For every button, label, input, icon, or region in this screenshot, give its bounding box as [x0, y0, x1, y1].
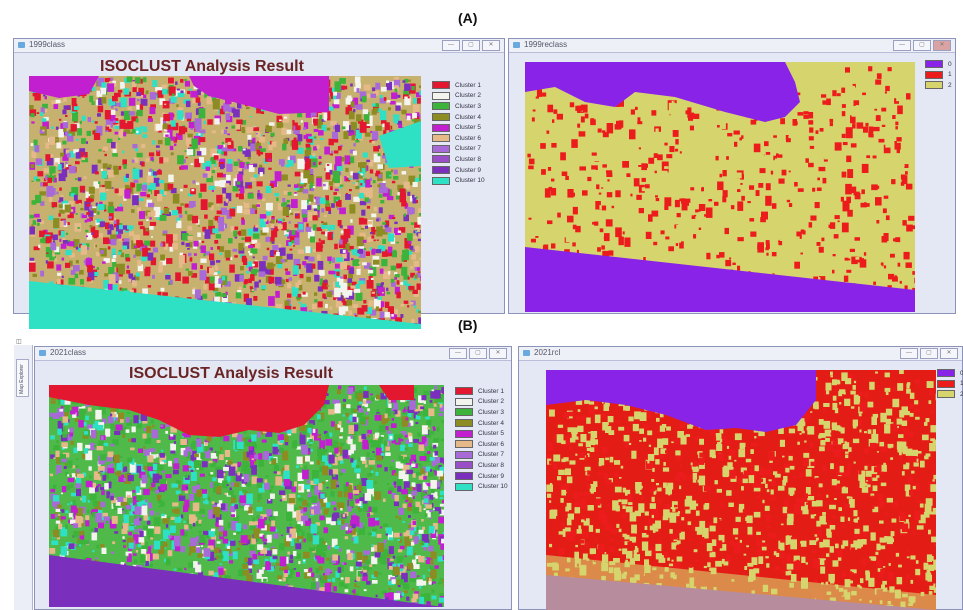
window-title: 1999class: [29, 40, 66, 49]
window-title: 1999reclass: [524, 40, 568, 49]
maximize-button[interactable]: ▢: [913, 40, 931, 51]
side-panel: Map Explorer: [14, 345, 33, 610]
legend-item: Cluster 2: [432, 91, 485, 102]
legend-item: 0: [925, 59, 952, 70]
legend-item: Cluster 8: [432, 154, 485, 165]
legend-item: Cluster 3: [432, 101, 485, 112]
legend-item: 2: [925, 80, 952, 91]
sea-region: [525, 62, 800, 122]
legend-item: 1: [937, 379, 963, 390]
legend-item: Cluster 9: [432, 165, 485, 176]
ocean-south: [525, 247, 915, 312]
legend-item: Cluster 1: [432, 80, 485, 91]
legend-item: Cluster 6: [455, 439, 508, 450]
legend-item: Cluster 3: [455, 407, 508, 418]
title-bar[interactable]: 1999class — ▢ ✕: [14, 39, 504, 53]
sea-region: [546, 370, 816, 432]
legend-classes-a: 0 1 2: [925, 59, 952, 91]
legend-item: 2: [937, 389, 963, 400]
map-explorer-tab[interactable]: Map Explorer: [16, 359, 29, 397]
chart-title: ISOCLUST Analysis Result: [100, 58, 304, 75]
title-bar[interactable]: 2021rcl — ▢ ✕: [519, 347, 962, 361]
maximize-button[interactable]: ▢: [462, 40, 480, 51]
ocean-south: [49, 555, 444, 607]
chart-title: ISOCLUST Analysis Result: [129, 365, 333, 382]
legend-item: Cluster 6: [432, 133, 485, 144]
legend-item: Cluster 10: [455, 481, 508, 492]
sea-region: [189, 76, 329, 114]
legend-item: Cluster 1: [455, 386, 508, 397]
close-button[interactable]: ✕: [933, 40, 951, 51]
window-icon: [523, 350, 530, 356]
legend-item: Cluster 4: [432, 112, 485, 123]
sea-region-east: [379, 385, 414, 400]
explorer-icon[interactable]: ◫: [16, 339, 22, 345]
minimize-button[interactable]: —: [893, 40, 911, 51]
sea-region-west: [29, 76, 99, 98]
window-title: 2021rcl: [534, 348, 561, 357]
legend-item: 1: [925, 70, 952, 81]
legend-item: Cluster 7: [432, 144, 485, 155]
window-icon: [39, 350, 46, 356]
legend-item: Cluster 7: [455, 450, 508, 461]
reclass-map[interactable]: [546, 370, 936, 610]
close-button[interactable]: ✕: [482, 40, 500, 51]
minimize-button[interactable]: —: [449, 348, 467, 359]
legend-classes-b: 0 1 2: [937, 368, 963, 400]
window-title: 2021class: [50, 348, 87, 357]
window-2021rcl[interactable]: 2021rcl — ▢ ✕ 0 1 2: [518, 346, 963, 610]
window-1999class[interactable]: 1999class — ▢ ✕ ISOCLUST Analysis Result…: [13, 38, 505, 329]
reclass-map[interactable]: [525, 62, 915, 312]
legend-clusters-a: Cluster 1 Cluster 2 Cluster 3 Cluster 4 …: [432, 80, 485, 186]
window-2021class[interactable]: 2021class — ▢ ✕ ISOCLUST Analysis Result…: [34, 346, 512, 610]
legend-item: Cluster 9: [455, 471, 508, 482]
panel-label-a: (A): [458, 10, 478, 26]
title-bar[interactable]: 1999reclass — ▢ ✕: [509, 39, 955, 53]
window-1999reclass[interactable]: 1999reclass — ▢ ✕ 0 1 2: [508, 38, 956, 314]
window-icon: [18, 42, 25, 48]
window-icon: [513, 42, 520, 48]
reclass-map-svg: [546, 370, 936, 610]
legend-item: 0: [937, 368, 963, 379]
close-button[interactable]: ✕: [940, 348, 958, 359]
maximize-button[interactable]: ▢: [920, 348, 938, 359]
legend-item: Cluster 2: [455, 397, 508, 408]
title-bar[interactable]: 2021class — ▢ ✕: [35, 347, 511, 361]
cluster-map-svg: [29, 76, 421, 329]
cluster-map[interactable]: [49, 385, 444, 607]
ocean-south: [29, 281, 421, 329]
legend-item: Cluster 10: [432, 175, 485, 186]
cluster-map[interactable]: [29, 76, 421, 329]
minimize-button[interactable]: —: [442, 40, 460, 51]
reclass-map-svg: [525, 62, 915, 312]
coast-yellow: [546, 555, 936, 610]
cluster-map-svg: [49, 385, 444, 607]
legend-item: Cluster 8: [455, 460, 508, 471]
sea-region: [49, 385, 329, 437]
minimize-button[interactable]: —: [900, 348, 918, 359]
maximize-button[interactable]: ▢: [469, 348, 487, 359]
legend-item: Cluster 5: [455, 428, 508, 439]
legend-item: Cluster 5: [432, 122, 485, 133]
legend-clusters-b: Cluster 1 Cluster 2 Cluster 3 Cluster 4 …: [455, 386, 508, 492]
coast-cyan: [379, 121, 421, 168]
legend-item: Cluster 4: [455, 418, 508, 429]
close-button[interactable]: ✕: [489, 348, 507, 359]
panel-label-b: (B): [458, 317, 478, 333]
